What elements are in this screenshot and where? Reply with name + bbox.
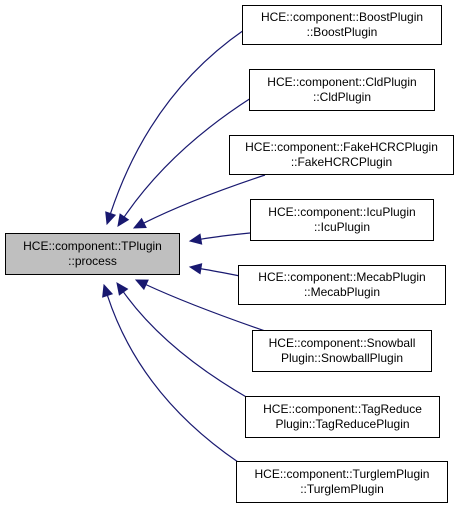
edge-tagreduceplugin-arrowhead: [116, 282, 129, 296]
edge-boostplugin-arrowhead: [105, 211, 117, 226]
caller-node-boostplugin[interactable]: HCE::component::BoostPlugin ::BoostPlugi…: [242, 5, 442, 45]
caller-node-fakehcrcplugin[interactable]: HCE::component::FakeHCRCPlugin ::FakeHCR…: [229, 135, 454, 175]
caller-node-line1: HCE::component::MecabPlugin: [258, 270, 426, 284]
caller-node-cldplugin[interactable]: HCE::component::CldPlugin ::CldPlugin: [249, 69, 435, 111]
caller-node-line2: Plugin::SnowballPlugin: [280, 351, 404, 365]
edge-boostplugin: [109, 29, 245, 214]
caller-node-tagreduceplugin[interactable]: HCE::component::TagReduce Plugin::TagRed…: [245, 396, 440, 438]
caller-node-line2: ::TurglemPlugin: [300, 482, 384, 496]
caller-node-mecabplugin[interactable]: HCE::component::MecabPlugin ::MecabPlugi…: [238, 265, 446, 305]
caller-node-line1: HCE::component::Snowball: [268, 336, 416, 350]
edge-fakehcrcplugin-arrowhead: [132, 217, 147, 229]
caller-node-line2: Plugin::TagReducePlugin: [275, 417, 410, 431]
edge-mecabplugin-arrowhead: [188, 263, 203, 275]
focus-node-line2: ::process: [68, 254, 117, 268]
caller-node-line2: ::BoostPlugin: [306, 25, 378, 39]
edge-cldplugin-arrowhead: [117, 213, 130, 227]
caller-node-line1: HCE::component::TurglemPlugin: [254, 467, 430, 481]
focus-node-line1: HCE::component::TPlugin: [23, 239, 162, 253]
edge-icuplugin: [200, 232, 251, 240]
caller-node-line1: HCE::component::CldPlugin: [267, 75, 417, 89]
caller-node-icuplugin[interactable]: HCE::component::IcuPlugin ::IcuPlugin: [250, 199, 434, 241]
edge-snowballplugin: [145, 284, 266, 332]
caller-node-line1: HCE::component::BoostPlugin: [260, 10, 424, 24]
caller-node-line2: ::CldPlugin: [312, 90, 372, 104]
edge-cldplugin: [123, 97, 252, 218]
caller-node-turglemplugin[interactable]: HCE::component::TurglemPlugin ::TurglemP…: [236, 461, 448, 503]
caller-node-line1: HCE::component::TagReduce: [263, 402, 422, 416]
edge-snowballplugin-arrowhead: [134, 279, 149, 291]
edge-mecabplugin: [200, 268, 241, 277]
edge-turglemplugin-arrowhead: [102, 283, 114, 298]
caller-node-line2: ::FakeHCRCPlugin: [290, 155, 393, 169]
caller-node-snowballplugin[interactable]: HCE::component::Snowball Plugin::Snowbal…: [252, 330, 432, 372]
edge-icuplugin-arrowhead: [188, 233, 203, 245]
edge-turglemplugin: [106, 295, 239, 463]
caller-node-line1: HCE::component::IcuPlugin: [268, 205, 416, 219]
edge-fakehcrcplugin: [143, 174, 266, 224]
edge-tagreduceplugin: [122, 291, 249, 399]
focus-node: HCE::component::TPlugin ::process: [5, 233, 180, 275]
caller-node-line2: ::IcuPlugin: [313, 220, 371, 234]
caller-node-line2: ::MecabPlugin: [303, 285, 381, 299]
caller-node-line1: HCE::component::FakeHCRCPlugin: [245, 140, 438, 154]
